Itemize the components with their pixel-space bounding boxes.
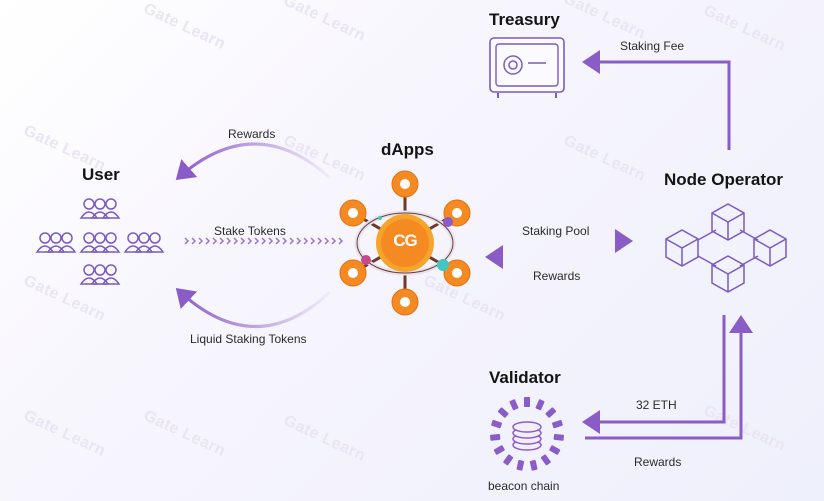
eth-32-label: 32 ETH [636,398,677,412]
center-logo: CG [393,231,418,250]
treasury-title: Treasury [489,10,560,29]
rewards-to-user-label: Rewards [228,127,276,141]
safe-icon [489,37,565,98]
validator-rewards-arrow [585,315,753,440]
beacon-chain-icon [489,397,565,471]
rewards-to-user-arrow [175,142,332,180]
validator-title: Validator [489,368,561,387]
user-title: User [82,165,120,184]
cubes-network-icon [665,203,787,293]
dapps-title: dApps [381,140,434,159]
eth-32-arrow [582,315,726,434]
staking-pool-label: Staking Pool [522,224,590,238]
rewards-from-node-label: Rewards [533,269,581,283]
dapps-hub-icon [339,170,471,316]
stake-tokens-arrow [184,237,344,245]
staking-fee-arrow [582,50,731,150]
node-operator-title: Node Operator [664,170,784,189]
liquid-staking-tokens-arrow [175,287,332,328]
staking-fee-label: Staking Fee [620,39,685,53]
liquid-staking-tokens-label: Liquid Staking Tokens [190,332,307,346]
validator-rewards-label: Rewards [634,455,682,469]
people-group-icon [35,198,165,285]
stake-tokens-label: Stake Tokens [214,224,286,238]
beacon-chain-label: beacon chain [488,479,560,493]
